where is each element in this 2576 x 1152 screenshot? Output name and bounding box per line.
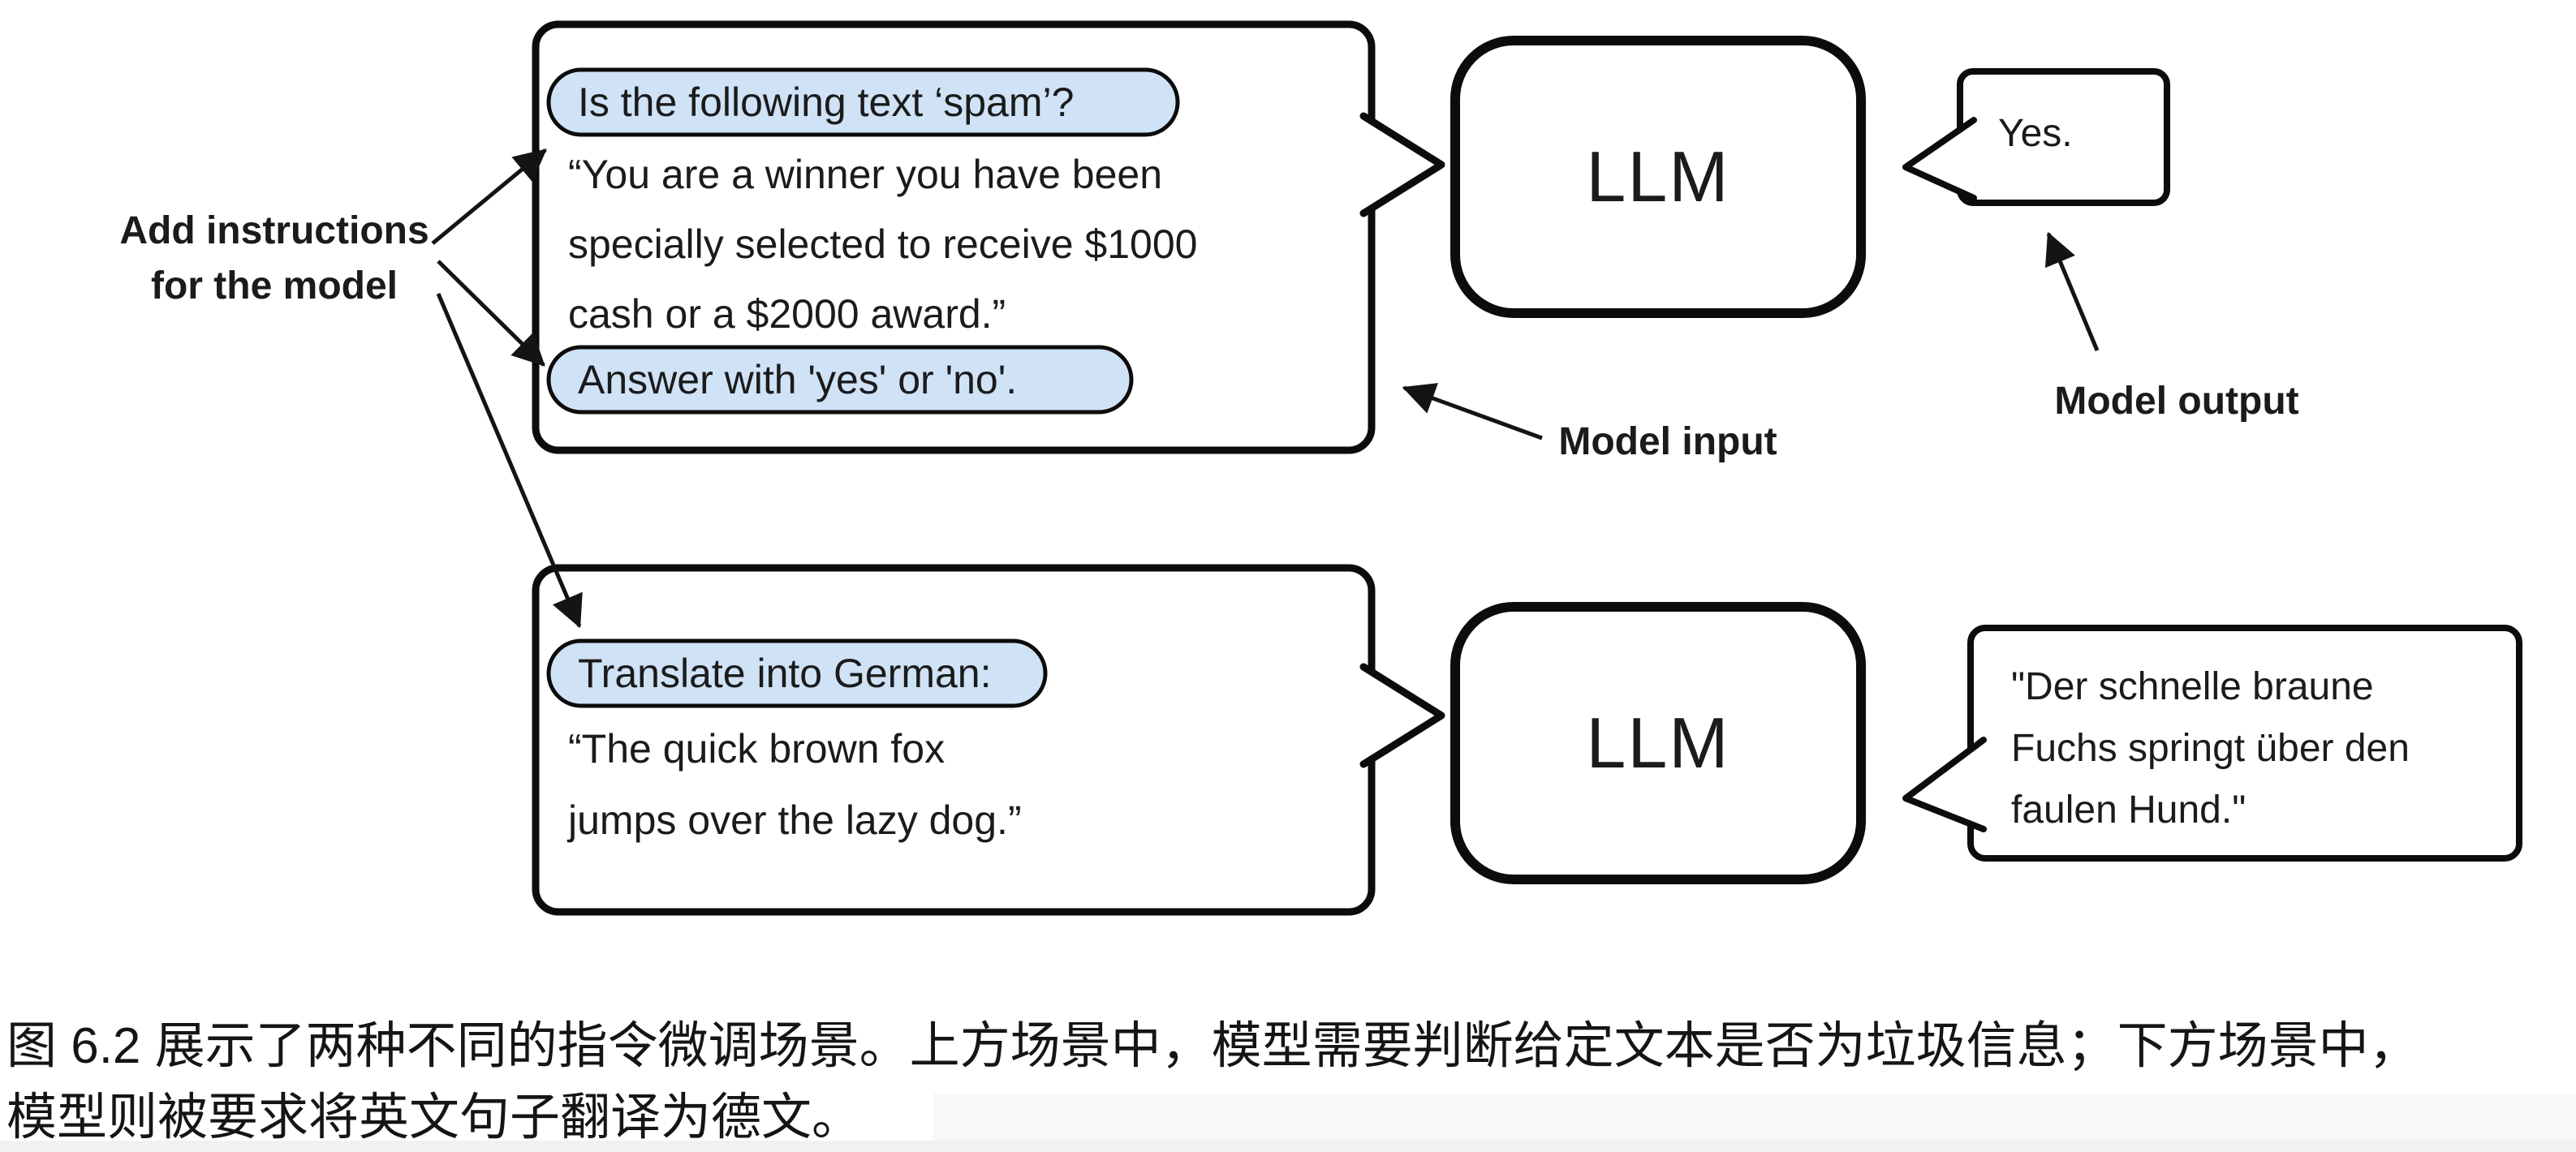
bottom-output-bubble (1967, 625, 2522, 862)
top-input-text-line-1: “You are a winner you have been (568, 152, 1162, 197)
top-llm-label: LLM (1586, 136, 1730, 217)
model-output-label: Model output (2054, 380, 2298, 423)
bottom-input-text-line-1: “The quick brown fox (568, 726, 945, 772)
arrow-model-output (2044, 231, 2100, 351)
bottom-output-text-line-1: "Der schnelle braune (2011, 665, 2374, 708)
page-bottom-strip (0, 1141, 2576, 1152)
bottom-llm-box (1450, 602, 1866, 884)
top-input-box-pointer (1359, 112, 1445, 217)
top-input-text-line-2: specially selected to receive $1000 (568, 221, 1197, 267)
arrow-to-top-pill-1 (431, 148, 547, 245)
top-instruction-pill-1-label: Is the following text ‘spam’? (578, 80, 1074, 125)
figure-caption-line-2: 模型则被要求将英文句子翻译为德文。 (6, 1090, 862, 1146)
bottom-output-text-line-3: faulen Hund." (2011, 789, 2246, 832)
bottom-output-bubble-tail (1902, 737, 1987, 832)
figure-caption-line-1: 图 6.2 展示了两种不同的指令微调场景。上方场景中，模型需要判断给定文本是否为… (6, 1018, 2419, 1074)
top-instruction-pill-2 (546, 345, 1134, 415)
arrow-model-input (1402, 383, 1543, 441)
add-instructions-label-line-2: for the model (151, 264, 398, 307)
top-input-text-line-3: cash or a $2000 award.” (568, 291, 1006, 337)
bottom-llm-label: LLM (1586, 703, 1730, 783)
add-instructions-label-line-1: Add instructions (119, 209, 429, 252)
bottom-input-box-pointer (1359, 663, 1445, 768)
arrow-to-top-pill-2 (437, 260, 545, 367)
top-output-text: Yes. (1998, 112, 2073, 155)
top-output-bubble-tail (1902, 117, 1977, 201)
bottom-input-text-line-2: jumps over the lazy dog.” (566, 797, 1022, 843)
top-instruction-pill-1 (546, 67, 1180, 137)
top-instruction-pill-2-label: Answer with 'yes' or 'no'. (578, 357, 1017, 402)
bottom-output-text-line-2: Fuchs springt über den (2011, 727, 2410, 770)
bottom-instruction-pill (546, 638, 1048, 708)
arrow-to-bottom-pill (436, 293, 583, 629)
top-llm-box (1450, 36, 1866, 318)
bottom-instruction-pill-label: Translate into German: (578, 651, 991, 696)
model-input-label: Model input (1558, 420, 1777, 463)
